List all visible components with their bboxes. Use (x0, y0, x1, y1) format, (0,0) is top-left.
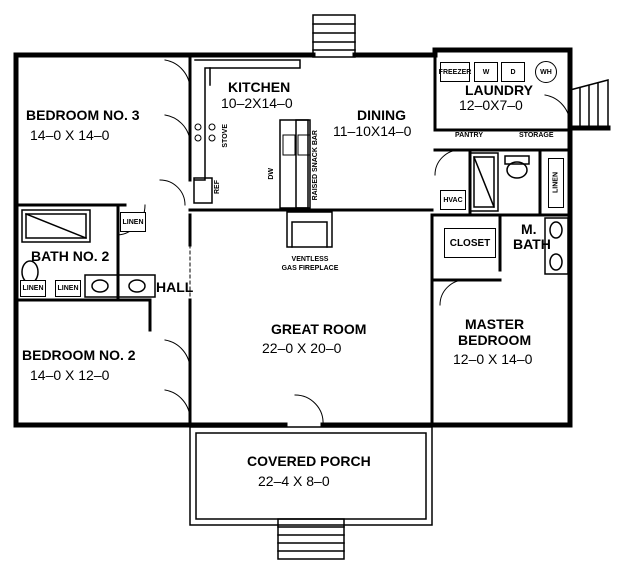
fireplace (286, 211, 333, 248)
linen-label: LINEN (57, 285, 79, 292)
master-bath-label-2: BATH (513, 236, 551, 252)
bath2-name: BATH NO. 2 (31, 248, 110, 264)
laundry-name: LAUNDRY (465, 82, 533, 98)
bedroom2-dims: 14–0 X 12–0 (30, 367, 110, 383)
master-shower (469, 152, 499, 212)
fireplace-label-2: GAS FIREPLACE (281, 265, 339, 272)
dryer: D (501, 62, 525, 82)
hvac-label: HVAC (443, 196, 463, 204)
stove-label: STOVE (222, 124, 229, 148)
closet-box: CLOSET (444, 228, 496, 258)
covered-porch-name: COVERED PORCH (247, 453, 371, 469)
water-heater: WH (535, 61, 557, 83)
master-bedroom-dims: 12–0 X 14–0 (453, 351, 533, 367)
kitchen-sink (282, 134, 311, 156)
great-room-name: GREAT ROOM (271, 321, 367, 337)
kitchen-name: KITCHEN (228, 79, 291, 95)
linen-label: LINEN (552, 172, 560, 194)
laundry-stairs (569, 79, 609, 129)
freezer: FREEZER (438, 62, 472, 82)
dryer-label: D (510, 68, 516, 76)
bath2-vanity (84, 274, 156, 298)
linen-closet-bath2-left: LINEN (20, 280, 46, 297)
master-bath-label-1: M. (521, 221, 537, 237)
refrigerator (193, 177, 213, 204)
pantry-label: PANTRY (455, 132, 483, 139)
fireplace-label-1: VENTLESS (291, 256, 329, 263)
exterior-walls (13, 47, 611, 428)
laundry-dims: 12–0X7–0 (459, 97, 523, 113)
bath2-tub (21, 209, 91, 243)
bedroom3-dims: 14–0 X 14–0 (30, 127, 110, 143)
snack-bar-label: RAISED SNACK BAR (312, 130, 319, 201)
master-toilet (506, 161, 528, 179)
stove-burners (194, 123, 216, 142)
bedroom2-name: BEDROOM NO. 2 (22, 347, 136, 363)
great-room-dims: 22–0 X 20–0 (262, 340, 342, 356)
kitchen-dims: 10–2X14–0 (221, 95, 293, 111)
dining-dims: 11–10X14–0 (333, 123, 412, 139)
linen-label: LINEN (122, 218, 144, 226)
hall-name: HALL (156, 279, 194, 295)
covered-porch-dims: 22–4 X 8–0 (258, 473, 330, 489)
door-swings (117, 59, 571, 426)
porch (189, 426, 433, 560)
master-bedroom-name-1: MASTER (465, 316, 525, 332)
front-stairs (312, 14, 356, 58)
linen-closet-master: LINEN (548, 158, 564, 208)
linen-closet-bath2: LINEN (120, 212, 146, 232)
master-bedroom-name-2: BEDROOM (458, 332, 532, 348)
master-vanity (544, 217, 569, 275)
storage-label: STORAGE (519, 132, 554, 139)
ref-label: REF (214, 180, 221, 194)
water-heater-label: WH (540, 68, 552, 76)
freezer-label: FREEZER (438, 68, 472, 76)
kitchen-counters (194, 59, 311, 209)
linen-label: LINEN (22, 285, 44, 292)
dishwasher-label: DW (268, 168, 275, 180)
linen-closet-bath2-lower: LINEN (55, 280, 81, 297)
washer-label: W (482, 68, 490, 76)
bedroom3-name: BEDROOM NO. 3 (26, 107, 140, 123)
hvac-unit: HVAC (440, 190, 466, 210)
closet-label: CLOSET (449, 237, 491, 249)
dining-name: DINING (357, 107, 406, 123)
washer: W (474, 62, 498, 82)
